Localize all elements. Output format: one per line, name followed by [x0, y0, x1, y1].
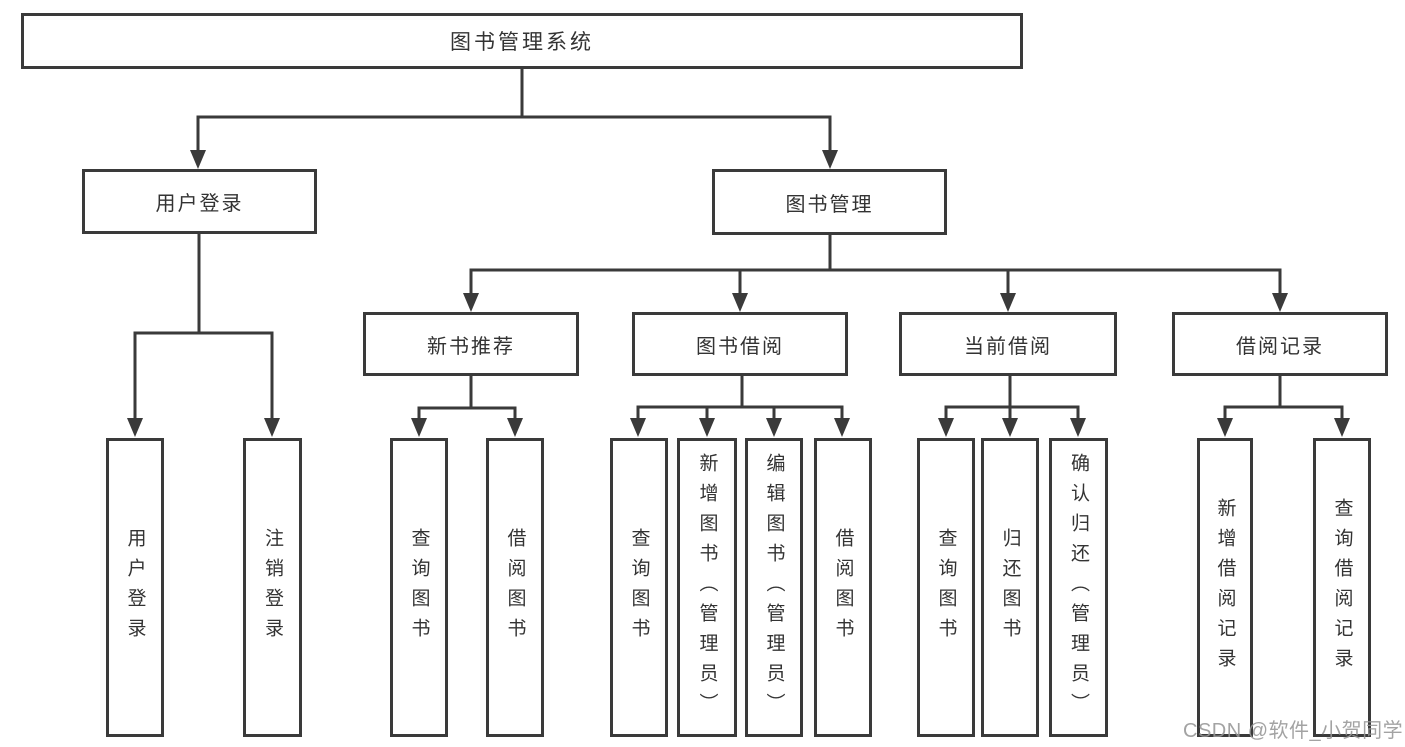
node-library-management-system: 图书管理系统: [21, 13, 1023, 69]
leaf-user-login: 用户登录: [106, 438, 164, 737]
leaf-query-books-borrow: 查询图书: [610, 438, 668, 737]
leaf-label: 新增借阅记录: [1214, 497, 1236, 678]
node-new-book-recommend: 新书推荐: [363, 312, 579, 376]
node-label: 新书推荐: [427, 335, 515, 358]
leaf-edit-books-admin: 编辑图书（管理员）: [745, 438, 803, 737]
leaf-logout: 注销登录: [243, 438, 302, 737]
csdn-watermark: CSDN @软件_小贺同学: [1183, 720, 1404, 742]
leaf-return-books: 归还图书: [981, 438, 1039, 737]
node-label: 当前借阅: [964, 335, 1052, 358]
node-current-borrow: 当前借阅: [899, 312, 1117, 376]
leaf-confirm-return-admin: 确认归还（管理员）: [1049, 438, 1108, 737]
leaf-label: 用户登录: [124, 527, 146, 648]
leaf-label: 借阅图书: [832, 527, 854, 648]
leaf-label: 编辑图书（管理员）: [763, 452, 785, 723]
leaf-label: 查询图书: [408, 527, 430, 648]
node-user-login: 用户登录: [82, 169, 317, 234]
leaf-label: 注销登录: [262, 527, 283, 648]
leaf-label: 归还图书: [999, 527, 1021, 648]
node-book-management: 图书管理: [712, 169, 947, 235]
node-book-borrow: 图书借阅: [632, 312, 848, 376]
node-label: 用户登录: [155, 193, 244, 215]
leaf-add-borrow-record: 新增借阅记录: [1197, 438, 1253, 737]
leaf-borrow-books: 借阅图书: [814, 438, 872, 737]
node-label: 图书管理系统: [450, 31, 594, 54]
leaf-label: 借阅图书: [504, 527, 526, 648]
leaf-query-books-current: 查询图书: [917, 438, 975, 737]
leaf-query-books-recommend: 查询图书: [390, 438, 448, 737]
node-label: 图书借阅: [696, 335, 784, 358]
leaf-query-borrow-record: 查询借阅记录: [1313, 438, 1371, 737]
node-label: 图书管理: [785, 193, 874, 216]
node-label: 借阅记录: [1236, 335, 1324, 358]
leaf-label: 确认归还（管理员）: [1068, 452, 1089, 723]
node-borrow-records: 借阅记录: [1172, 312, 1388, 376]
leaf-label: 查询借阅记录: [1331, 497, 1353, 678]
leaf-label: 查询图书: [935, 527, 957, 648]
connector-edges: [133, 68, 1344, 420]
leaf-label: 新增图书（管理员）: [696, 452, 718, 723]
leaf-borrow-books-recommend: 借阅图书: [486, 438, 544, 737]
leaf-add-books-admin: 新增图书（管理员）: [677, 438, 737, 737]
leaf-label: 查询图书: [628, 527, 650, 648]
arrowhead-icons: [127, 150, 1350, 437]
